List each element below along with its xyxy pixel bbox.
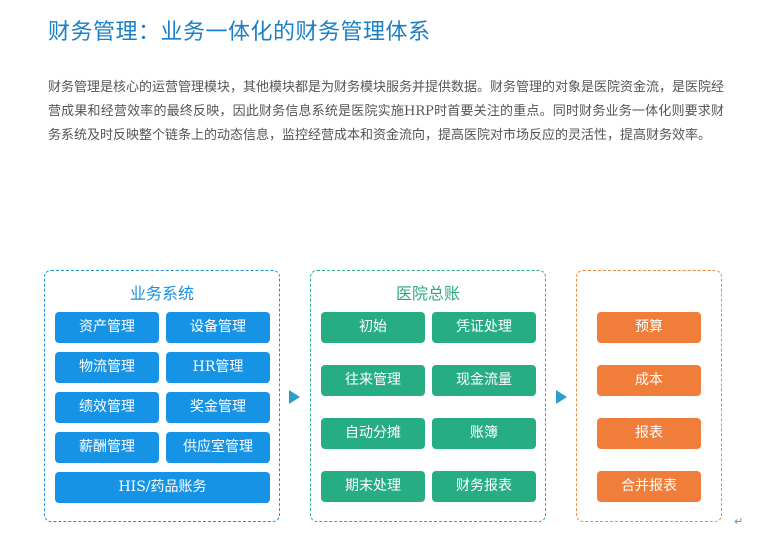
business-item-hr[interactable]: HR管理: [166, 352, 270, 383]
business-item-performance[interactable]: 绩效管理: [55, 392, 159, 423]
general-ledger-panel: 医院总账 初始 凭证处理 往来管理 现金流量 自动分摊 账簿 期末处理 财务报表: [310, 270, 546, 522]
business-item-equipment[interactable]: 设备管理: [166, 312, 270, 343]
ledger-item-cash-flow[interactable]: 现金流量: [432, 365, 536, 396]
ledger-item-receivables[interactable]: 往来管理: [321, 365, 425, 396]
intro-paragraph: 财务管理是核心的运营管理模块，其他模块都是为财务模块服务并提供数据。财务管理的对…: [48, 80, 725, 143]
ledger-item-voucher[interactable]: 凭证处理: [432, 312, 536, 343]
paragraph-return-mark: ↵: [734, 515, 744, 528]
business-item-bonus[interactable]: 奖金管理: [166, 392, 270, 423]
business-item-logistics[interactable]: 物流管理: [55, 352, 159, 383]
outputs-panel: 预算 成本 报表 合并报表: [576, 270, 722, 522]
flow-arrow-right-icon: [556, 390, 567, 404]
business-system-panel: 业务系统 资产管理 设备管理 物流管理 HR管理 绩效管理 奖金管理 薪酬管理 …: [44, 270, 280, 522]
business-item-supply-room[interactable]: 供应室管理: [166, 432, 270, 463]
flow-arrow-right-icon: [289, 390, 300, 404]
business-system-title: 业务系统: [129, 284, 194, 303]
output-item-cost[interactable]: 成本: [597, 365, 701, 396]
business-item-salary[interactable]: 薪酬管理: [55, 432, 159, 463]
business-item-his-pharmacy[interactable]: HIS/药品账务: [55, 472, 270, 503]
ledger-item-auto-allocation[interactable]: 自动分摊: [321, 418, 425, 449]
ledger-item-initial[interactable]: 初始: [321, 312, 425, 343]
business-item-asset[interactable]: 资产管理: [55, 312, 159, 343]
output-item-reports[interactable]: 报表: [597, 418, 701, 449]
ledger-item-period-end[interactable]: 期末处理: [321, 471, 425, 502]
output-item-consolidated-reports[interactable]: 合并报表: [597, 471, 701, 502]
page-title: 财务管理：业务一体化的财务管理体系: [48, 20, 431, 45]
ledger-item-books[interactable]: 账簿: [432, 418, 536, 449]
output-item-budget[interactable]: 预算: [597, 312, 701, 343]
ledger-item-financial-reports[interactable]: 财务报表: [432, 471, 536, 502]
general-ledger-title: 医院总账: [395, 284, 460, 303]
